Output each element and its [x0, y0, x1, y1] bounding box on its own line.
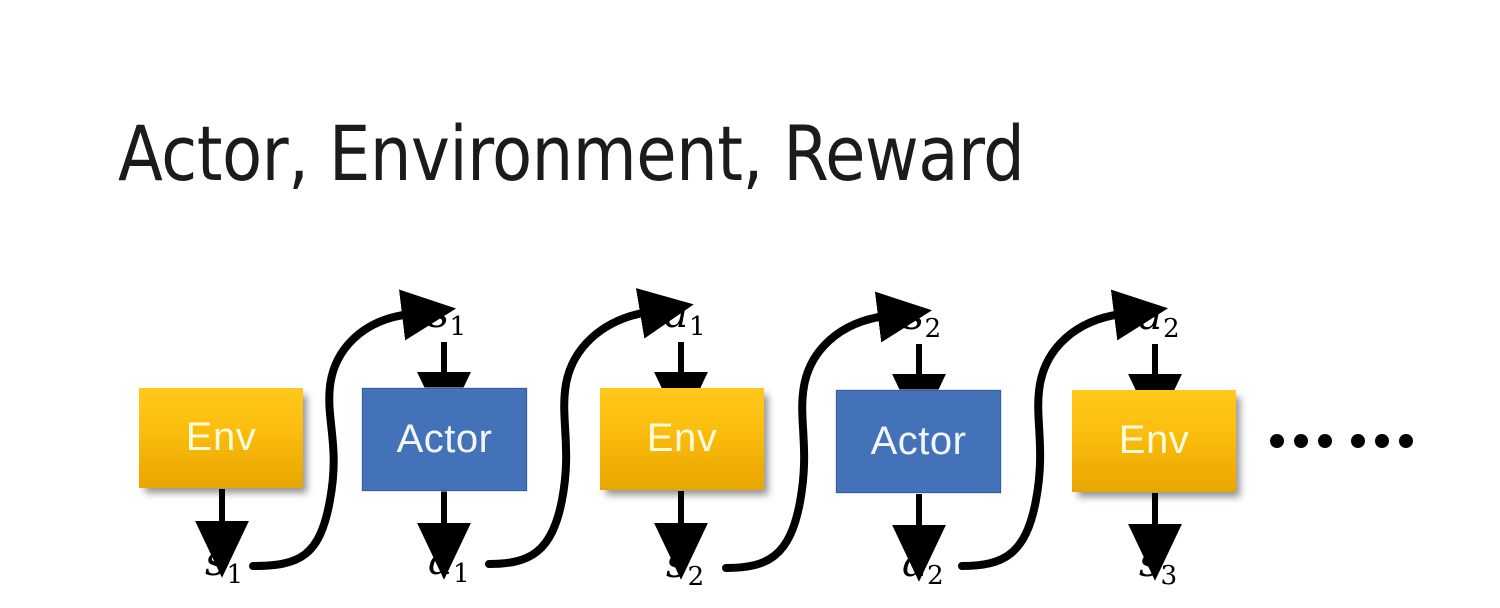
- label-top-a2-symbol: a: [1138, 291, 1163, 339]
- label-bottom-s2-symbol: s: [666, 539, 688, 587]
- node-env-1[interactable]: Env: [139, 388, 303, 488]
- label-bottom-s2: s2: [666, 543, 704, 590]
- label-bottom-s3: s3: [1139, 542, 1177, 589]
- ellipsis-dot: [1294, 434, 1308, 448]
- label-top-s1-subscript: 1: [449, 311, 467, 342]
- ellipsis-dot: [1351, 434, 1365, 448]
- ellipsis-dot: [1375, 434, 1389, 448]
- node-actor-1-label: Actor: [396, 416, 493, 461]
- label-bottom-a2-symbol: a: [902, 538, 927, 586]
- label-bottom-a1-symbol: a: [428, 536, 453, 584]
- label-bottom-s1-subscript: 1: [226, 559, 244, 590]
- label-top-s1: s1: [428, 293, 466, 340]
- node-env-3[interactable]: Env: [1072, 390, 1236, 492]
- node-env-3-label: Env: [1118, 418, 1190, 462]
- label-bottom-a2-subscript: 2: [926, 560, 944, 591]
- label-top-a1-subscript: 1: [688, 311, 706, 342]
- node-env-1-label: Env: [185, 415, 257, 459]
- label-bottom-a1-subscript: 1: [452, 558, 470, 589]
- label-bottom-s1-symbol: s: [205, 537, 227, 585]
- label-bottom-a2: a2: [902, 542, 944, 589]
- label-bottom-a1: a1: [428, 540, 470, 587]
- node-actor-1[interactable]: Actor: [362, 388, 527, 491]
- ellipsis-dot: [1270, 434, 1284, 448]
- label-top-s1-symbol: s: [428, 289, 450, 337]
- ellipsis-indicator: [1270, 434, 1413, 448]
- ellipsis-dot: [1399, 434, 1413, 448]
- label-top-s2-subscript: 2: [924, 313, 942, 344]
- node-actor-2-label: Actor: [870, 418, 967, 463]
- label-bottom-s3-subscript: 3: [1160, 560, 1178, 591]
- label-bottom-s1: s1: [205, 541, 243, 588]
- label-top-a1: a1: [664, 293, 706, 340]
- label-bottom-s3-symbol: s: [1139, 538, 1161, 586]
- ellipsis-dot: [1318, 434, 1332, 448]
- node-env-2[interactable]: Env: [600, 388, 764, 490]
- label-top-s2-symbol: s: [903, 291, 925, 339]
- label-bottom-s2-subscript: 2: [687, 561, 705, 592]
- node-actor-2[interactable]: Actor: [836, 390, 1001, 493]
- page-title: Actor, Environment, Reward: [118, 109, 1025, 198]
- label-top-s2: s2: [903, 295, 941, 342]
- label-top-a2-subscript: 2: [1162, 313, 1180, 344]
- label-top-a2: a2: [1138, 295, 1180, 342]
- label-top-a1-symbol: a: [664, 289, 689, 337]
- node-env-2-label: Env: [646, 416, 718, 460]
